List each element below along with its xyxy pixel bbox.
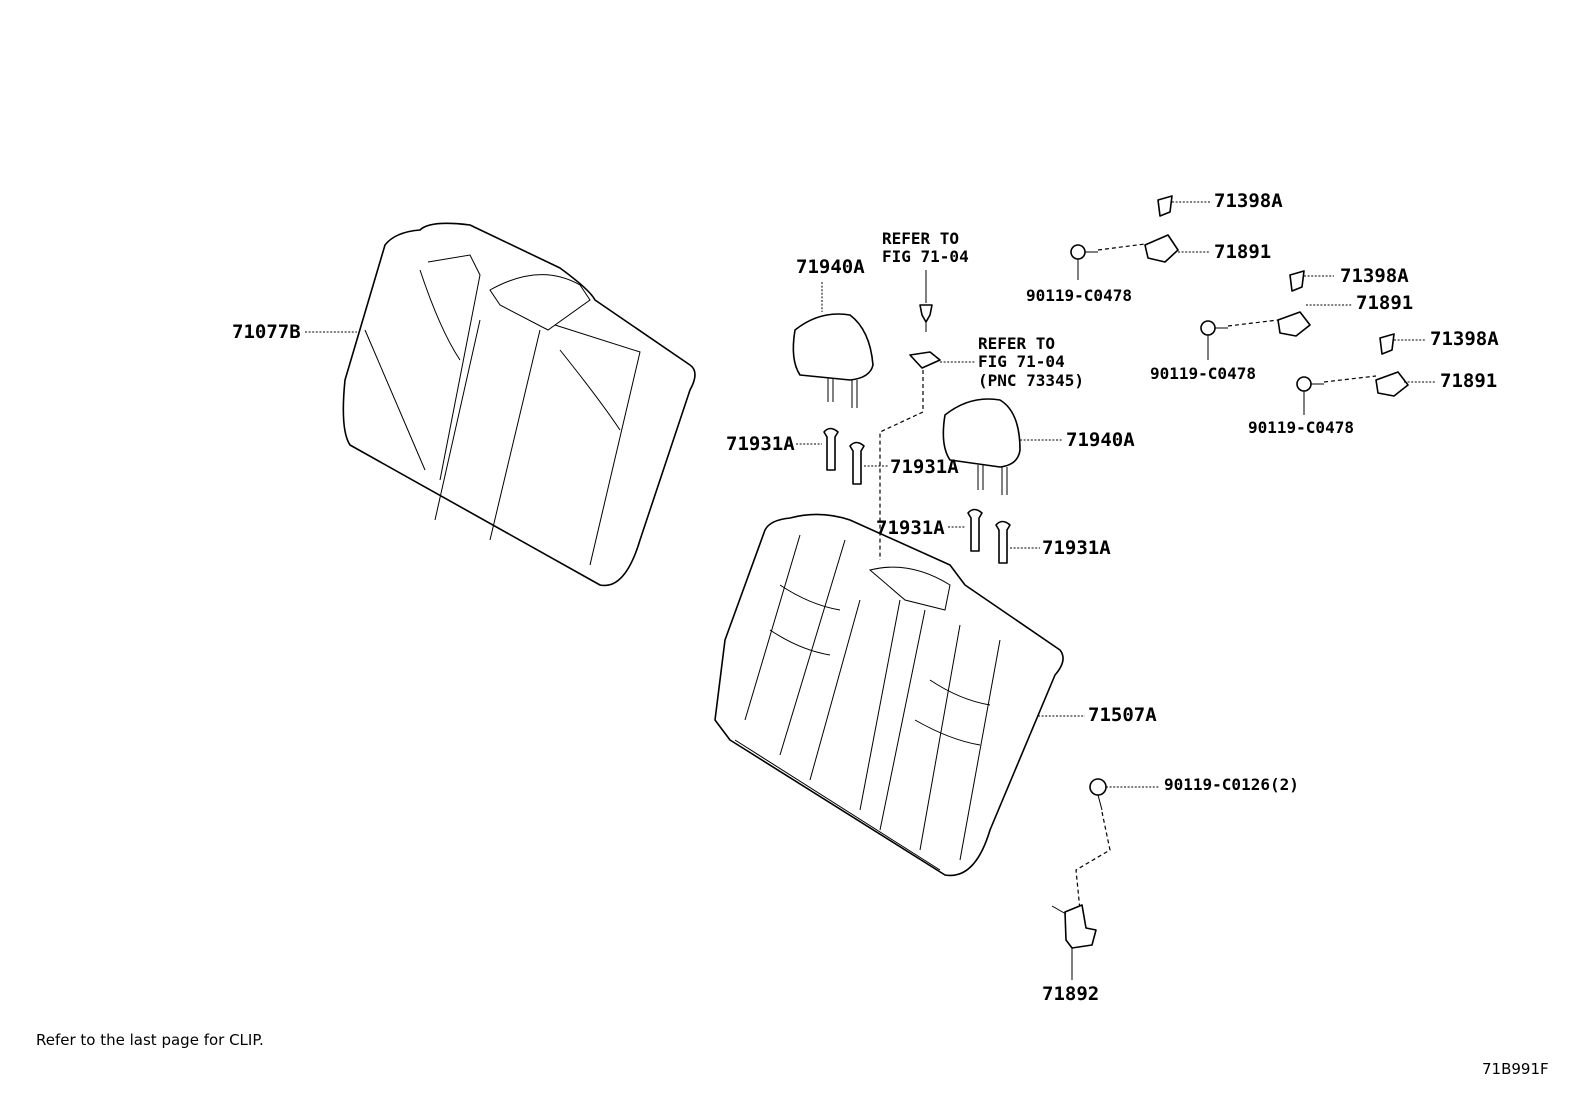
label-support-2: 71931A [890, 456, 959, 478]
label-bolt-a: 90119-C0478 [1026, 286, 1132, 305]
label-bolt-b: 90119-C0478 [1150, 364, 1256, 383]
label-support-4: 71931A [1042, 537, 1111, 559]
label-fig-1: FIG 71-04 [882, 247, 969, 266]
label-seatback-cover: 71077B [232, 321, 301, 343]
label-bracket: 71892 [1042, 983, 1100, 1005]
label-hinge-a: 71891 [1214, 241, 1272, 263]
label-pnc-2: (PNC 73345) [978, 371, 1084, 390]
label-bolt-c: 90119-C0478 [1248, 418, 1354, 437]
headrest-right-drawing [942, 398, 1062, 495]
label-fig-2: FIG 71-04 [978, 352, 1065, 371]
label-headrest-right: 71940A [1066, 429, 1135, 451]
label-support-3: 71931A [876, 517, 945, 539]
refer-items-drawing [879, 270, 975, 560]
label-clip-b: 71398A [1340, 265, 1409, 287]
seatback-pad-drawing [714, 513, 1085, 877]
seatback-cover-drawing [305, 222, 696, 587]
label-hinge-b: 71891 [1356, 292, 1414, 314]
label-bolt-bottom: 90119-C0126(2) [1164, 775, 1299, 794]
label-headrest-top: 71940A [796, 256, 865, 278]
support-drawings [796, 427, 1040, 564]
hinge-assembly-drawing [1070, 195, 1436, 415]
bracket-assembly-drawing [1051, 778, 1160, 980]
label-pad: 71507A [1088, 704, 1157, 726]
footer-note: Refer to the last page for CLIP. [36, 1031, 264, 1049]
label-clip-a: 71398A [1214, 190, 1283, 212]
label-refer-to-2: REFER TO [978, 334, 1056, 353]
label-clip-c: 71398A [1430, 328, 1499, 350]
label-hinge-c: 71891 [1440, 370, 1498, 392]
label-refer-to-1: REFER TO [882, 229, 960, 248]
label-support-1: 71931A [726, 433, 795, 455]
headrest-top-drawing [792, 282, 874, 408]
figure-code: 71B991F [1482, 1060, 1549, 1078]
